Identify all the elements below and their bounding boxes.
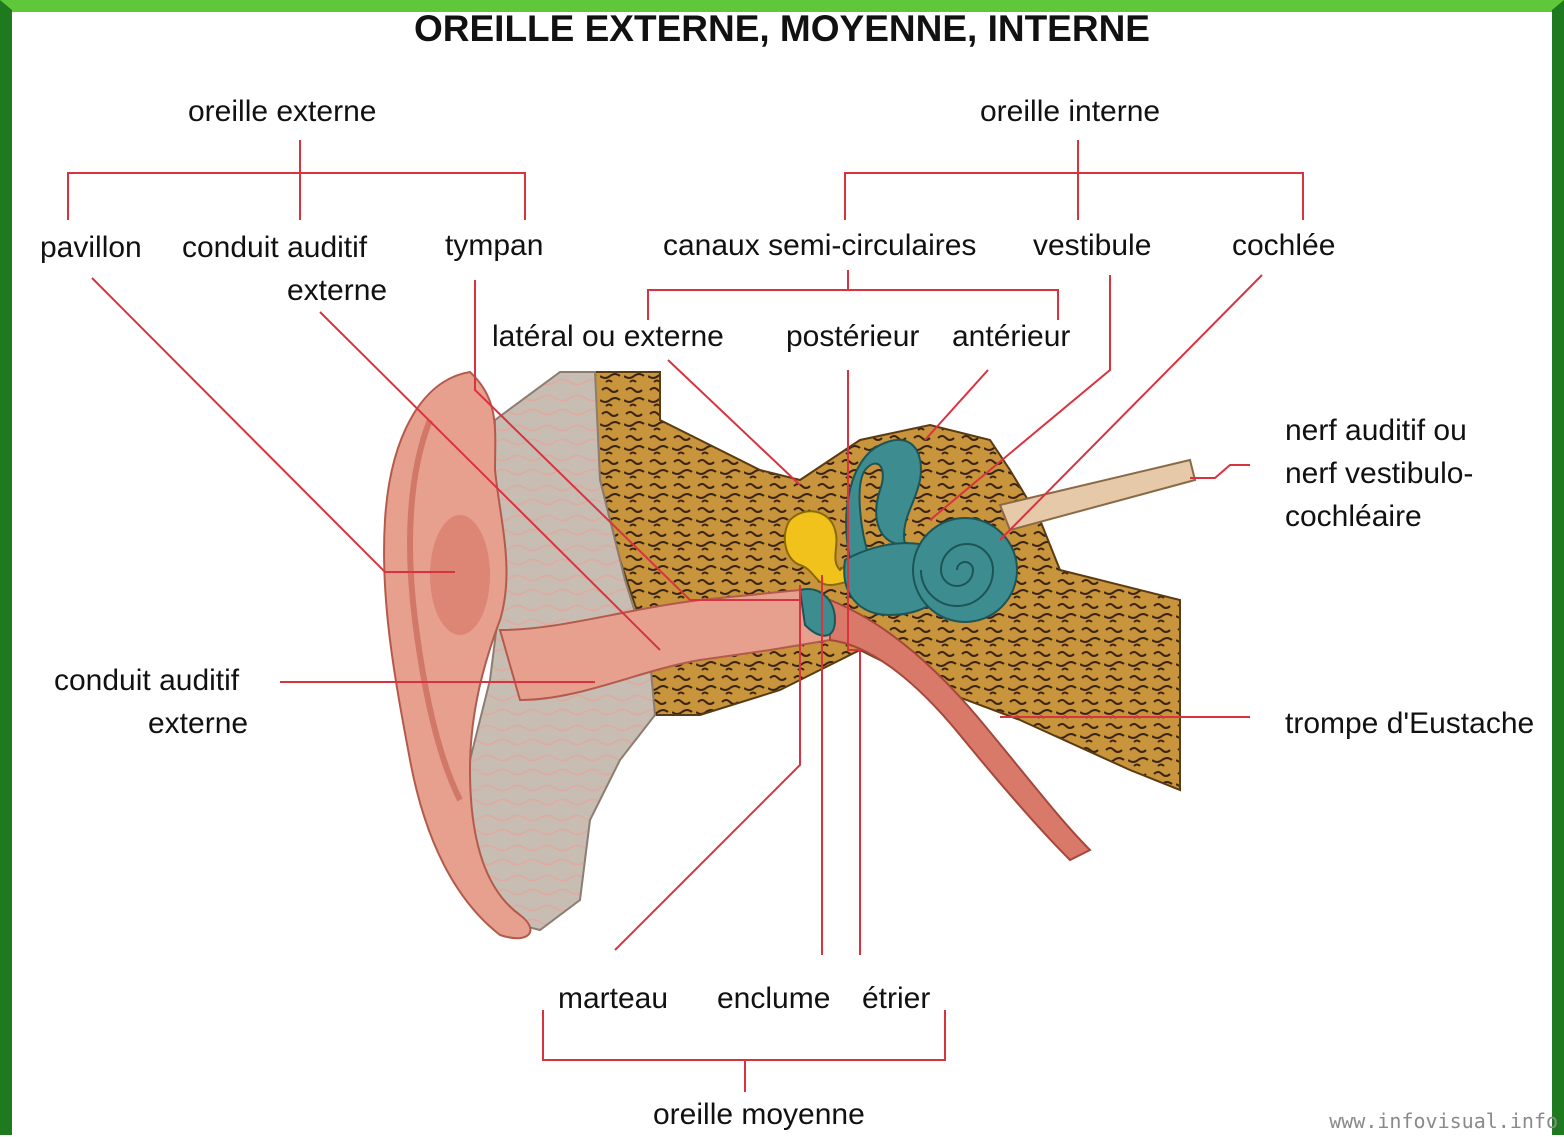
label-oreille-interne: oreille interne [980,90,1160,134]
concha [430,515,490,635]
label-oreille-moyenne: oreille moyenne [653,1093,865,1137]
label-anterieur: antérieur [952,315,1070,359]
label-conduit-top-1: conduit auditif [182,226,367,270]
label-conduit-left-2: externe [148,702,248,746]
label-oreille-externe: oreille externe [188,90,376,134]
label-etrier: étrier [862,977,930,1021]
label-enclume: enclume [717,977,830,1021]
label-posterieur: postérieur [786,315,919,359]
label-lateral: latéral ou externe [492,315,724,359]
auditory-nerve [1000,460,1195,530]
label-trompe: trompe d'Eustache [1285,702,1534,746]
watermark: www.infovisual.info [1329,1109,1558,1133]
label-nerf-3: cochléaire [1285,495,1422,539]
label-vestibule: vestibule [1033,224,1151,268]
label-canaux: canaux semi-circulaires [663,224,976,268]
label-conduit-top-2: externe [287,269,387,313]
label-conduit-left-1: conduit auditif [54,659,239,703]
label-marteau: marteau [558,977,668,1021]
label-nerf-1: nerf auditif ou [1285,409,1467,453]
label-pavillon: pavillon [40,226,142,270]
label-tympan: tympan [445,224,543,268]
label-cochlee: cochlée [1232,224,1335,268]
cochlea [913,518,1017,622]
label-nerf-2: nerf vestibulo- [1285,452,1473,496]
